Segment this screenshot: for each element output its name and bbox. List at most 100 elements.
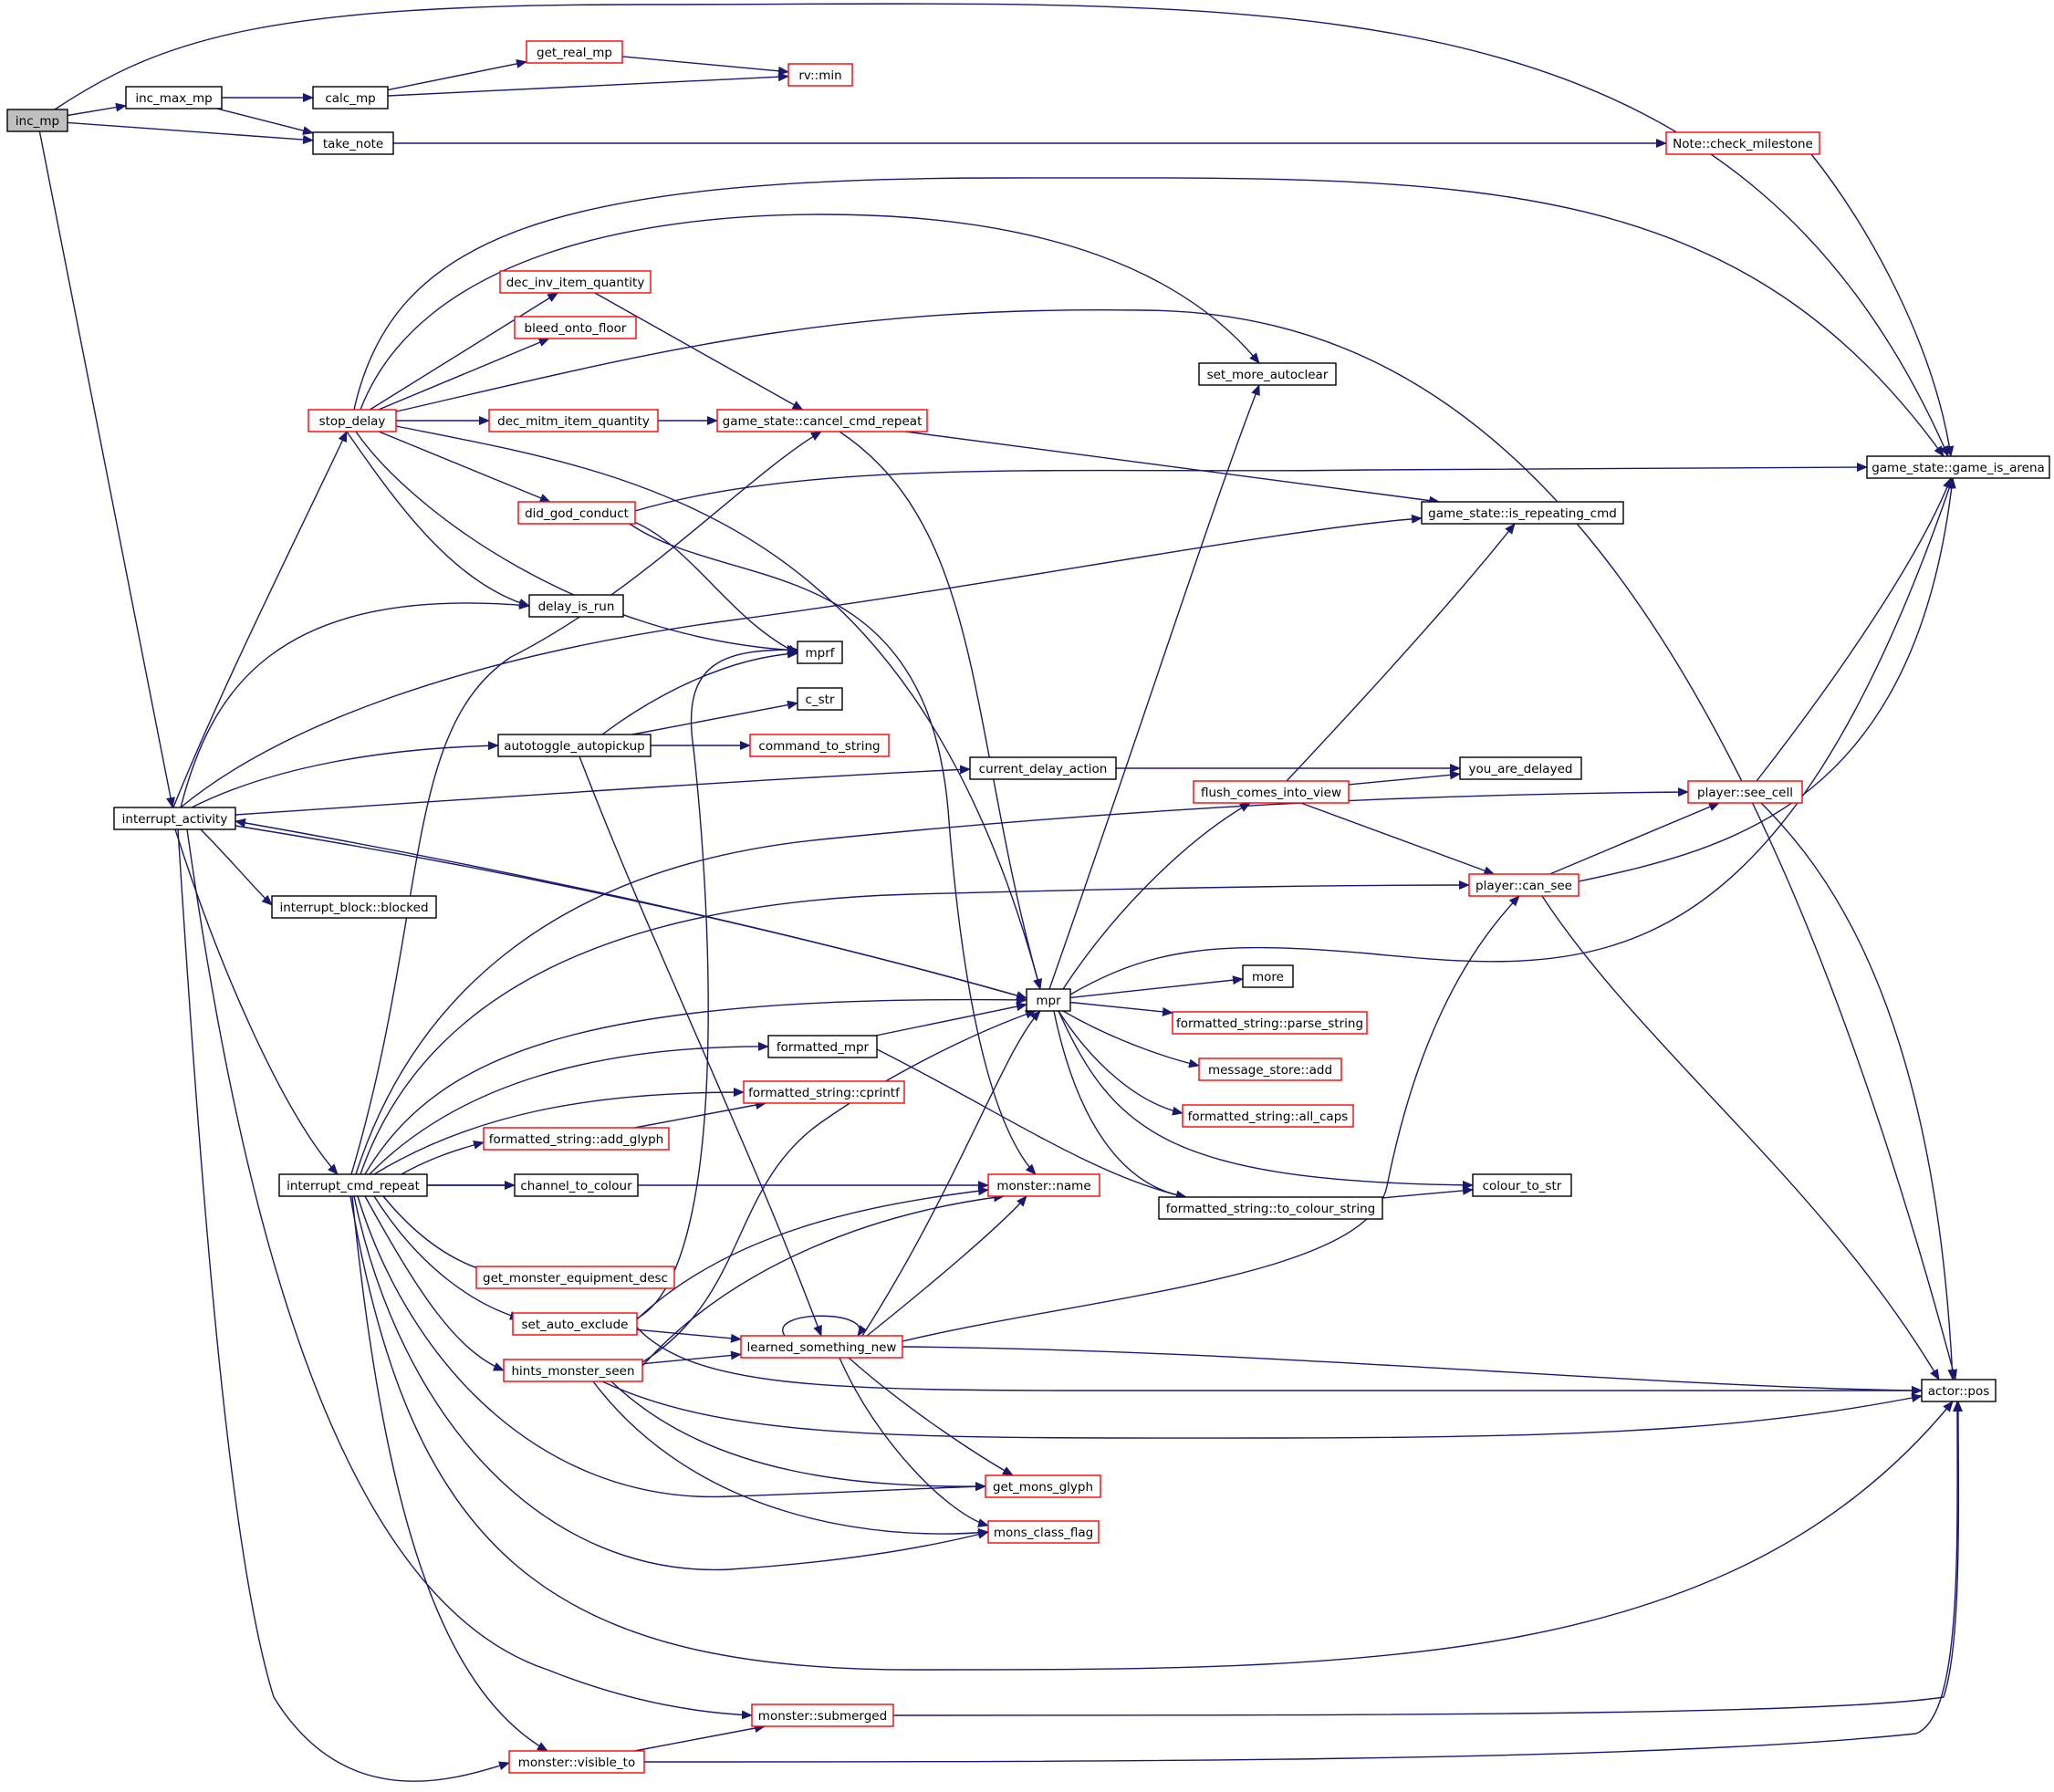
node-c-str[interactable]: c_str bbox=[797, 687, 843, 711]
node-box bbox=[1472, 1173, 1572, 1197]
node-box bbox=[1921, 1379, 1997, 1402]
edge-mpr-to-game-is-arena bbox=[1069, 477, 1955, 995]
node-mons-class-flag[interactable]: mons_class_flag bbox=[987, 1520, 1100, 1544]
node-label: calc_mp bbox=[325, 91, 375, 106]
node-fs-parse-string[interactable]: formatted_string::parse_string bbox=[1172, 1011, 1368, 1035]
edge-player-see-cell-to-game-is-arena bbox=[1756, 477, 1952, 782]
node-autotoggle-autopickup[interactable]: autotoggle_autopickup bbox=[497, 734, 652, 757]
node-colour-to-str[interactable]: colour_to_str bbox=[1472, 1173, 1572, 1197]
edge-stop-delay-to-actor-pos bbox=[391, 308, 1957, 1380]
node-message-store-add[interactable]: message_store::add bbox=[1198, 1057, 1342, 1081]
node-fs-add-glyph[interactable]: formatted_string::add_glyph bbox=[483, 1127, 670, 1151]
edge-calc-mp-to-get-real-mp bbox=[387, 58, 527, 91]
edge-mpr-to-set-more-autoclear bbox=[1048, 384, 1260, 990]
node-box bbox=[508, 1750, 645, 1774]
node-note-check-milestone[interactable]: Note::check_milestone bbox=[1665, 131, 1820, 155]
edge-fs-add-glyph-to-fs-cprintf bbox=[634, 1100, 767, 1129]
node-monster-name[interactable]: monster::name bbox=[987, 1173, 1100, 1197]
edge-player-can-see-to-game-is-arena bbox=[1578, 477, 1956, 882]
node-interrupt-block-blocked[interactable]: interrupt_block::blocked bbox=[271, 895, 437, 919]
edge-interrupt-activity-to-interrupt-cmd-repeat bbox=[174, 828, 339, 1175]
node-mprf[interactable]: mprf bbox=[797, 641, 843, 664]
node-actor-pos[interactable]: actor::pos bbox=[1921, 1379, 1997, 1402]
node-cancel-cmd-repeat[interactable]: game_state::cancel_cmd_repeat bbox=[716, 409, 928, 432]
node-take-note[interactable]: take_note bbox=[312, 131, 394, 155]
node-label: dec_inv_item_quantity bbox=[506, 276, 645, 290]
edge-stop-delay-to-mpr bbox=[395, 425, 1042, 990]
node-fs-to-colour-string[interactable]: formatted_string::to_colour_string bbox=[1158, 1196, 1383, 1220]
node-label: player::can_see bbox=[1475, 879, 1572, 893]
node-is-repeating-cmd[interactable]: game_state::is_repeating_cmd bbox=[1421, 501, 1624, 525]
node-label: did_god_conduct bbox=[525, 506, 629, 521]
node-player-see-cell[interactable]: player::see_cell bbox=[1687, 780, 1803, 804]
edge-interrupt-cmd-repeat-to-hints-monster-seen bbox=[364, 1195, 505, 1371]
node-label: hints_monster_seen bbox=[511, 1364, 634, 1379]
node-get-mons-glyph[interactable]: get_mons_glyph bbox=[985, 1474, 1101, 1498]
edge-inc-mp-to-take-note bbox=[67, 121, 314, 144]
node-set-auto-exclude[interactable]: set_auto_exclude bbox=[512, 1312, 638, 1336]
node-label: formatted_string::add_glyph bbox=[489, 1132, 663, 1147]
node-box bbox=[1687, 780, 1803, 804]
edge-interrupt-activity-to-stop-delay bbox=[172, 431, 348, 808]
edge-formatted-mpr-to-mpr bbox=[875, 1002, 1027, 1037]
node-bleed-onto-floor[interactable]: bleed_onto_floor bbox=[514, 316, 637, 339]
node-more[interactable]: more bbox=[1242, 964, 1294, 988]
node-inc-max-mp[interactable]: inc_max_mp bbox=[125, 86, 223, 109]
node-inc-mp[interactable]: inc_mp bbox=[6, 109, 68, 132]
node-monster-visible-to[interactable]: monster::visible_to bbox=[508, 1750, 645, 1774]
edge-interrupt-cmd-repeat-to-mons-class-flag bbox=[353, 1195, 989, 1571]
node-channel-to-colour[interactable]: channel_to_colour bbox=[514, 1173, 639, 1197]
node-get-monster-equipment-desc[interactable]: get_monster_equipment_desc bbox=[475, 1266, 675, 1289]
node-box bbox=[278, 1173, 428, 1197]
edge-monster-visible-to-to-monster-submerged bbox=[634, 1724, 766, 1752]
node-delay-is-run[interactable]: delay_is_run bbox=[528, 594, 624, 618]
node-label: formatted_string::all_caps bbox=[1188, 1110, 1349, 1124]
node-command-to-string[interactable]: command_to_string bbox=[749, 734, 890, 757]
node-dec-mitm-item-quantity[interactable]: dec_mitm_item_quantity bbox=[488, 409, 659, 432]
edge-formatted-mpr-to-fs-to-colour-string bbox=[876, 1048, 1187, 1200]
node-fs-cprintf[interactable]: formatted_string::cprintf bbox=[743, 1080, 905, 1104]
node-monster-submerged[interactable]: monster::submerged bbox=[751, 1703, 894, 1727]
node-box bbox=[797, 641, 843, 664]
node-box bbox=[1242, 964, 1294, 988]
node-label: current_delay_action bbox=[979, 762, 1108, 776]
node-interrupt-cmd-repeat[interactable]: interrupt_cmd_repeat bbox=[278, 1173, 428, 1197]
edge-player-can-see-to-actor-pos bbox=[1541, 895, 1940, 1380]
node-player-can-see[interactable]: player::can_see bbox=[1468, 873, 1580, 897]
node-fs-all-caps[interactable]: formatted_string::all_caps bbox=[1182, 1104, 1354, 1128]
node-label: take_note bbox=[323, 137, 383, 151]
node-label: you_are_delayed bbox=[1469, 762, 1573, 776]
edge-interrupt-cmd-repeat-to-mpr bbox=[364, 995, 1027, 1175]
node-box bbox=[1193, 780, 1350, 804]
node-calc-mp[interactable]: calc_mp bbox=[312, 86, 389, 109]
edge-interrupt-cmd-repeat-to-formatted-mpr bbox=[369, 1041, 769, 1175]
node-you-are-delayed[interactable]: you_are_delayed bbox=[1459, 756, 1582, 780]
node-flush-comes-into-view[interactable]: flush_comes_into_view bbox=[1193, 780, 1350, 804]
node-game-is-arena[interactable]: game_state::game_is_arena bbox=[1866, 455, 2050, 479]
node-formatted-mpr[interactable]: formatted_mpr bbox=[767, 1035, 878, 1058]
node-box bbox=[985, 1474, 1101, 1498]
node-current-delay-action[interactable]: current_delay_action bbox=[969, 756, 1117, 780]
node-label: command_to_string bbox=[758, 739, 880, 754]
edge-learned-something-new-to-mpr bbox=[861, 1010, 1041, 1337]
edge-mpr-to-message-store-add bbox=[1062, 1010, 1200, 1068]
node-learned-something-new[interactable]: learned_something_new bbox=[740, 1335, 903, 1359]
node-label: Note::check_milestone bbox=[1673, 137, 1813, 151]
node-interrupt-activity[interactable]: interrupt_activity bbox=[113, 807, 236, 830]
node-box bbox=[113, 807, 236, 830]
node-label: channel_to_colour bbox=[520, 1179, 632, 1193]
node-did-god-conduct[interactable]: did_god_conduct bbox=[517, 501, 636, 525]
edge-mpr-to-fs-parse-string bbox=[1069, 1001, 1173, 1016]
node-box bbox=[1026, 988, 1071, 1012]
node-set-more-autoclear[interactable]: set_more_autoclear bbox=[1198, 362, 1337, 386]
node-stop-delay[interactable]: stop_delay bbox=[308, 409, 397, 432]
edge-set-auto-exclude-to-actor-pos bbox=[636, 1327, 1923, 1395]
node-get-real-mp[interactable]: get_real_mp bbox=[526, 40, 623, 64]
node-dec-inv-item-quantity[interactable]: dec_inv_item_quantity bbox=[499, 270, 652, 294]
node-rv-min[interactable]: rv::min bbox=[787, 63, 853, 87]
edge-monster-visible-to-to-actor-pos bbox=[643, 1401, 1963, 1763]
node-mpr[interactable]: mpr bbox=[1026, 988, 1071, 1012]
node-hints-monster-seen[interactable]: hints_monster_seen bbox=[503, 1359, 643, 1382]
node-label: monster::visible_to bbox=[518, 1756, 635, 1770]
edge-hints-monster-seen-to-monster-name bbox=[641, 1193, 1005, 1367]
